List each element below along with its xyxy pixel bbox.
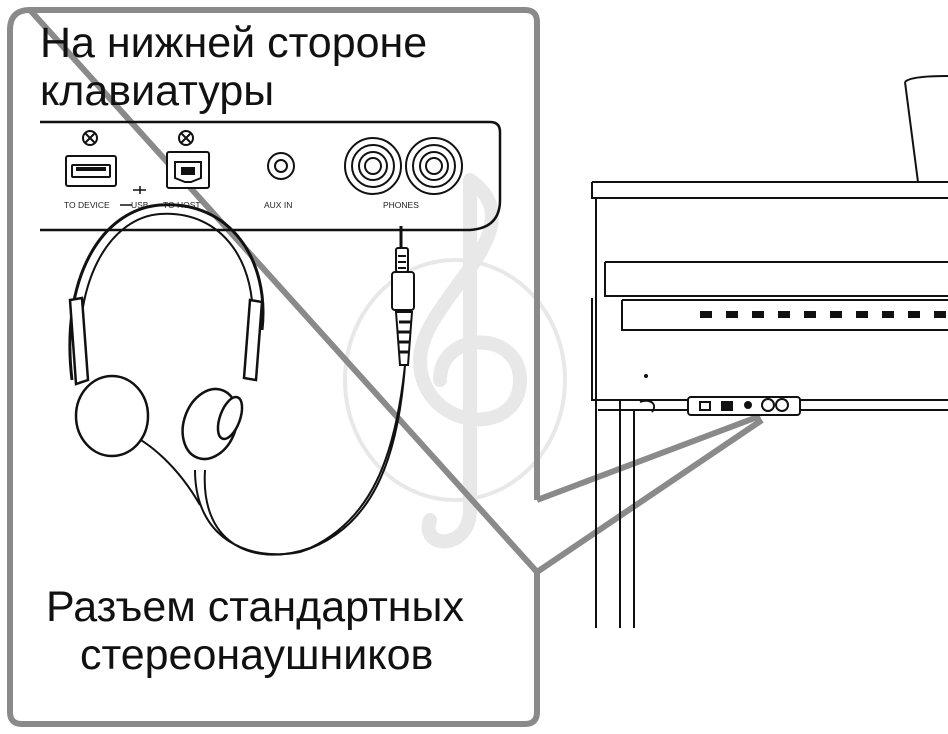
title-line-1: На нижней стороне bbox=[40, 19, 428, 67]
phones-jacks bbox=[344, 137, 463, 195]
usb-label: USB bbox=[131, 200, 149, 210]
callout-frame bbox=[7, 7, 540, 727]
phones-label: PHONES bbox=[383, 200, 419, 210]
caption-line-2: стереонаушников bbox=[80, 631, 434, 679]
aux-in-jack bbox=[267, 152, 295, 180]
headphone-cable bbox=[119, 364, 406, 556]
to-device-label: TO DEVICE bbox=[64, 200, 110, 210]
headphones-icon bbox=[68, 203, 265, 461]
headphone-plug bbox=[391, 226, 415, 366]
caption-line-1: Разъем стандартных bbox=[46, 583, 464, 631]
title-line-2: клавиатуры bbox=[40, 67, 275, 115]
usb-to-device-port bbox=[65, 130, 117, 187]
treble-clef-watermark bbox=[343, 173, 567, 549]
usb-to-host-port bbox=[166, 130, 210, 189]
usb-symbol-icon bbox=[120, 186, 146, 206]
keyboard-underside-panel bbox=[40, 120, 502, 232]
aux-in-label: AUX IN bbox=[264, 200, 292, 210]
piano-illustration bbox=[591, 75, 948, 628]
callout-connector bbox=[535, 413, 764, 575]
